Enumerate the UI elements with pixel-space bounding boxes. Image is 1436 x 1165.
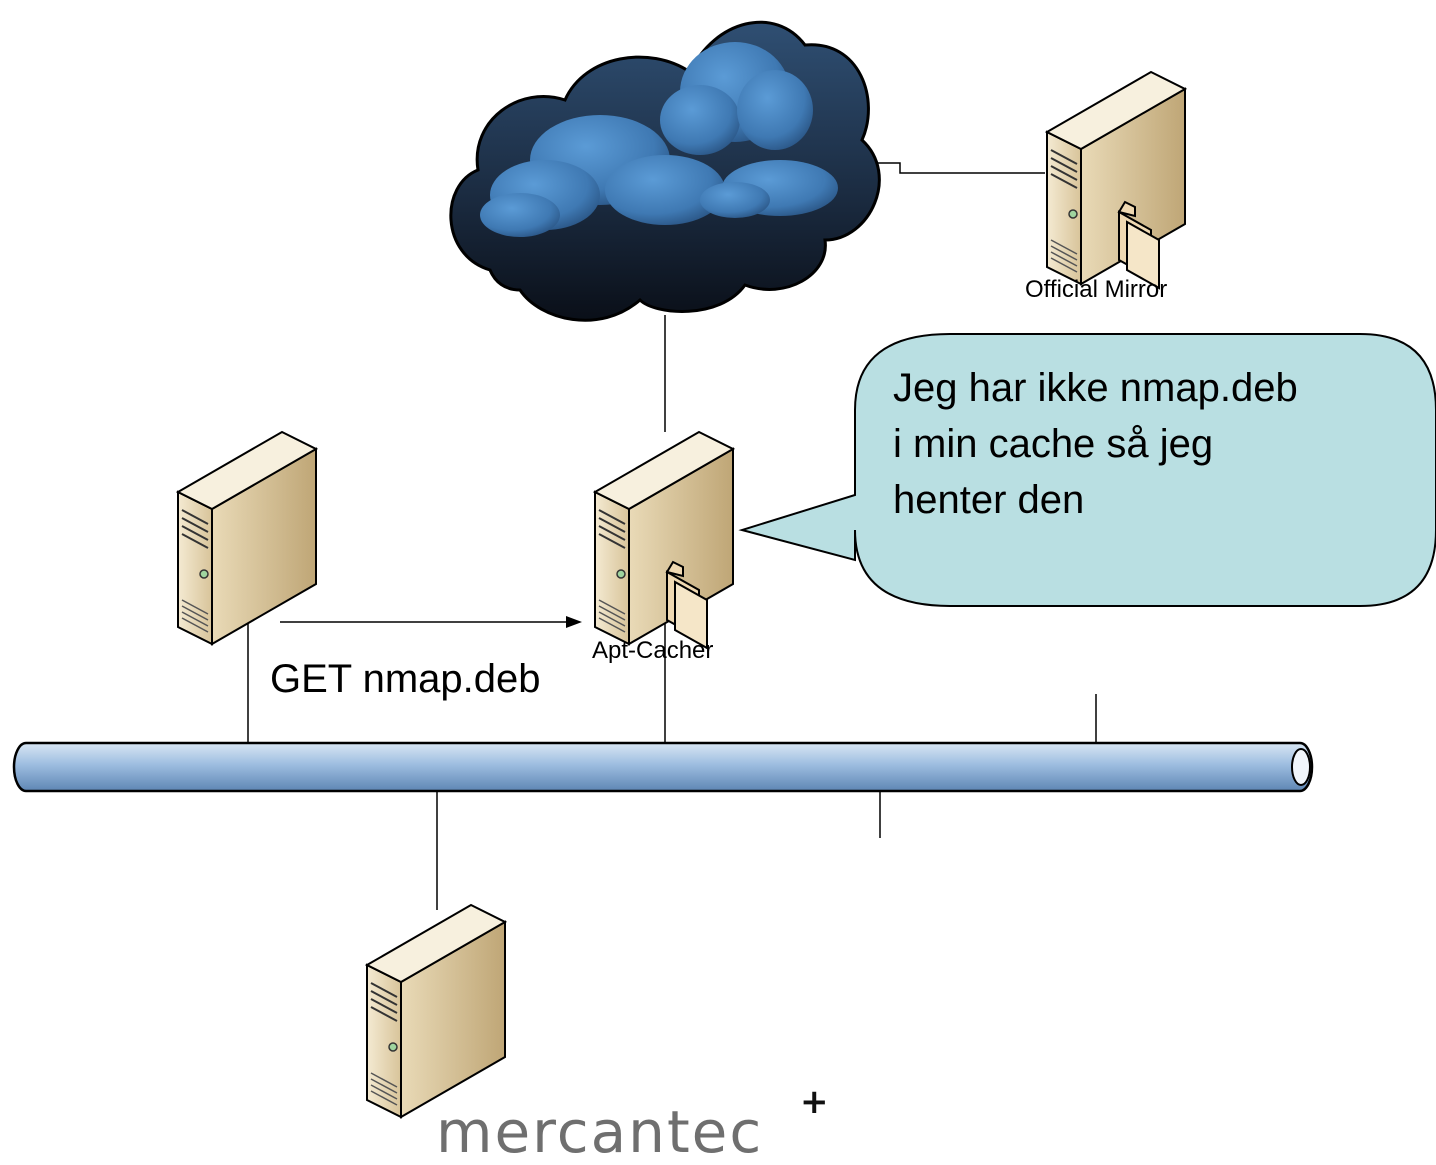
speech-bubble-text: Jeg har ikke nmap.deb i min cache så jeg… (893, 360, 1403, 528)
apt-cacher-label: Apt-Cacher (592, 637, 714, 664)
request-arrow (280, 616, 582, 628)
official-mirror-label: Official Mirror (1025, 276, 1168, 303)
speech-line: henter den (893, 478, 1085, 522)
client-server-icon (177, 431, 317, 645)
speech-line: Jeg har ikke nmap.deb (893, 366, 1298, 410)
mercantec-logo: mercantec (436, 1098, 764, 1165)
cloud-mirror-link (866, 162, 1045, 174)
speech-bubble (738, 333, 1436, 607)
network-bus (12, 741, 1314, 793)
internet-cloud-icon (449, 20, 881, 322)
mercantec-logo-plus: + (800, 1082, 829, 1122)
bottom-server-icon (366, 904, 506, 1118)
speech-line: i min cache så jeg (893, 422, 1214, 466)
request-label: GET nmap.deb (270, 657, 541, 701)
official-mirror-server-icon (1046, 71, 1186, 289)
apt-cacher-server-icon (594, 431, 734, 649)
